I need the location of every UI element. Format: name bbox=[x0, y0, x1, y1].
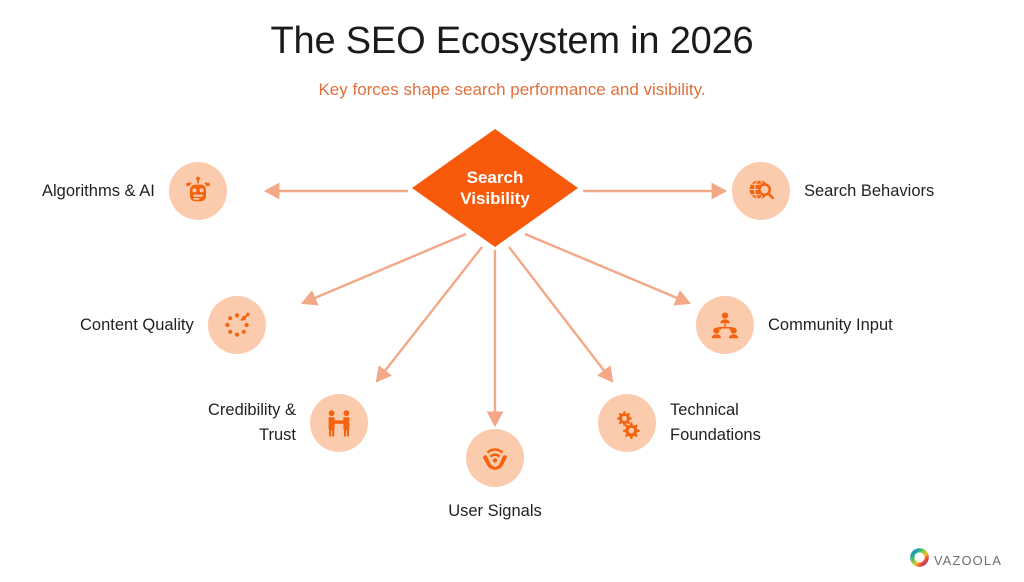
node-content-quality[interactable]: Content Quality bbox=[80, 296, 266, 354]
node-technical-foundations[interactable]: Technical Foundations bbox=[598, 394, 761, 452]
center-node-search-visibility[interactable]: Search Visibility bbox=[412, 129, 578, 247]
handshake-icon bbox=[310, 394, 369, 452]
arrow-to-technical-foundations bbox=[508, 246, 614, 383]
node-label-technical-foundations: Technical Foundations bbox=[670, 401, 761, 444]
center-label-line2: Visibility bbox=[460, 189, 530, 208]
node-user-signals[interactable]: User Signals bbox=[420, 429, 570, 524]
node-search-behaviors[interactable]: Search Behaviors bbox=[732, 162, 934, 220]
page-title: The SEO Ecosystem in 2026 bbox=[270, 20, 754, 62]
refresh-dots-icon bbox=[207, 296, 266, 354]
people-network-icon bbox=[696, 296, 754, 354]
node-label-community-input: Community Input bbox=[768, 315, 893, 334]
node-label-content-quality: Content Quality bbox=[80, 315, 194, 334]
node-credibility-trust[interactable]: Credibility & Trust bbox=[208, 394, 369, 452]
arrow-to-credibility-trust bbox=[375, 246, 483, 383]
center-label-line1: Search bbox=[466, 168, 524, 187]
gradient-ring-icon bbox=[910, 548, 929, 572]
hands-signal-icon bbox=[466, 429, 524, 487]
node-label-credibility-trust: Credibility & Trust bbox=[208, 401, 297, 444]
node-label-algorithms-ai: Algorithms & AI bbox=[42, 181, 155, 200]
page-subtitle: Key forces shape search performance and … bbox=[318, 80, 706, 99]
node-label-user-signals: User Signals bbox=[448, 502, 542, 520]
node-community-input[interactable]: Community Input bbox=[696, 296, 893, 354]
gears-icon bbox=[598, 394, 656, 452]
brand-name: VAZOOLA bbox=[933, 552, 1002, 568]
node-label-search-behaviors: Search Behaviors bbox=[804, 181, 935, 200]
brand-logo[interactable]: VAZOOLA bbox=[910, 548, 1002, 572]
robot-icon bbox=[168, 162, 227, 220]
globe-search-icon bbox=[732, 162, 790, 220]
center-node-label: Search Visibility bbox=[412, 129, 578, 247]
node-algorithms-ai[interactable]: Algorithms & AI bbox=[42, 162, 227, 220]
